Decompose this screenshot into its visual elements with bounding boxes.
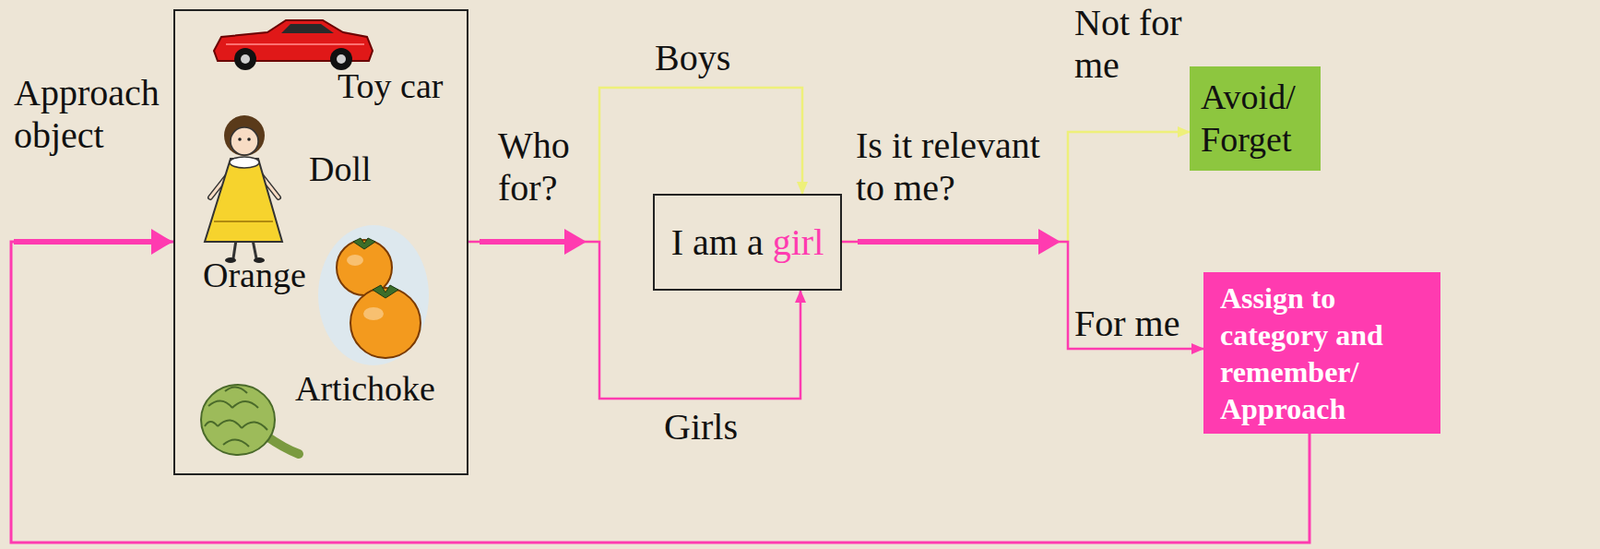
node-text: I am a girl	[671, 221, 825, 264]
connector	[468, 87, 803, 242]
connector	[841, 241, 1204, 349]
edge-label: Boys	[654, 36, 731, 80]
toy-car-stripe	[225, 43, 365, 46]
object-label: Doll	[308, 149, 372, 190]
edge-label: Approach object	[13, 71, 185, 157]
approach-box: Assign to category and remember/ Approac…	[1203, 272, 1441, 434]
doll-dress-hem	[213, 220, 273, 223]
flow-arrow-head	[151, 228, 173, 255]
artichoke-head	[201, 384, 275, 455]
orange-leaf	[372, 284, 399, 298]
doll-dress	[204, 158, 283, 242]
flow-arrow	[13, 238, 155, 245]
orange-shine	[346, 254, 364, 266]
flow-arrow	[857, 238, 1043, 245]
toy-car-wheel	[234, 47, 257, 71]
node-text: Avoid/ Forget	[1200, 76, 1310, 161]
avoid-box: Avoid/ Forget	[1189, 66, 1321, 171]
flow-arrow-head	[1038, 228, 1061, 255]
toy-car-hub	[336, 54, 346, 64]
artichoke-stem	[265, 435, 299, 454]
connector	[11, 241, 1310, 543]
doll-eye	[237, 137, 242, 142]
connector	[468, 241, 801, 399]
free-label: Is it relevant to me?	[855, 124, 1059, 210]
free-label: Who for?	[497, 124, 600, 210]
toy-car-window	[281, 23, 334, 34]
self-box: I am a girl	[652, 193, 842, 291]
doll-face	[230, 127, 259, 155]
object-label: Toy car	[337, 66, 443, 107]
orange-halo	[318, 225, 429, 366]
doll-eye	[247, 137, 251, 142]
edge-label: Girls	[663, 405, 738, 449]
flow-arrow	[479, 238, 569, 245]
object-label: Artichoke	[295, 368, 436, 410]
edge-label: Not for me	[1074, 1, 1195, 87]
object-box: Toy carDollOrangeArtichoke	[173, 9, 469, 475]
node-text: Assign to category and remember/ Approac…	[1220, 279, 1424, 427]
highlight-word: girl	[772, 221, 825, 263]
flow-arrow-head	[564, 228, 587, 255]
object-label: Orange	[202, 255, 307, 297]
orange-leaf	[353, 237, 376, 249]
orange-shine	[363, 307, 384, 320]
toy-car-hub	[240, 54, 250, 64]
doll-hair	[224, 115, 265, 156]
artichoke-scales	[204, 386, 268, 447]
edge-label: For me	[1074, 302, 1180, 345]
doll-collar	[229, 156, 260, 168]
